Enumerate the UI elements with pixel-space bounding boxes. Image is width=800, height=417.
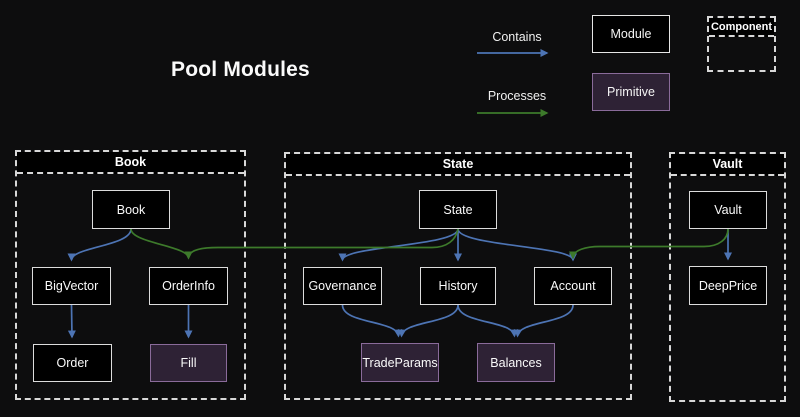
- node-state: State: [419, 190, 497, 229]
- node-vault: Vault: [689, 191, 767, 229]
- node-order: Order: [33, 344, 112, 382]
- page-title: Pool Modules: [171, 58, 310, 81]
- node-fill: Fill: [150, 344, 227, 382]
- book-container: Book: [15, 150, 246, 400]
- state-container-title: State: [286, 154, 630, 176]
- legend-processes-label: Processes: [487, 89, 547, 103]
- book-container-title: Book: [17, 152, 244, 174]
- node-account: Account: [534, 267, 612, 305]
- legend-primitive-box: Primitive: [592, 73, 670, 111]
- node-deepprice: DeepPrice: [689, 266, 767, 305]
- vault-container-title: Vault: [671, 154, 784, 176]
- legend-module-box: Module: [592, 15, 670, 53]
- vault-container: Vault: [669, 152, 786, 402]
- legend-component-label: Component: [709, 18, 774, 37]
- node-orderinfo: OrderInfo: [149, 267, 228, 305]
- legend-contains-label: Contains: [492, 30, 542, 44]
- node-balances: Balances: [477, 343, 555, 382]
- legend-primitive-label: Primitive: [607, 85, 655, 99]
- state-container: State: [284, 152, 632, 400]
- legend-module-label: Module: [610, 27, 652, 41]
- node-book: Book: [92, 190, 170, 229]
- node-tradeparams: TradeParams: [361, 343, 439, 382]
- node-history: History: [420, 267, 496, 305]
- node-bigvector: BigVector: [32, 267, 111, 305]
- legend-component-box: Component: [707, 16, 776, 72]
- node-governance: Governance: [303, 267, 382, 305]
